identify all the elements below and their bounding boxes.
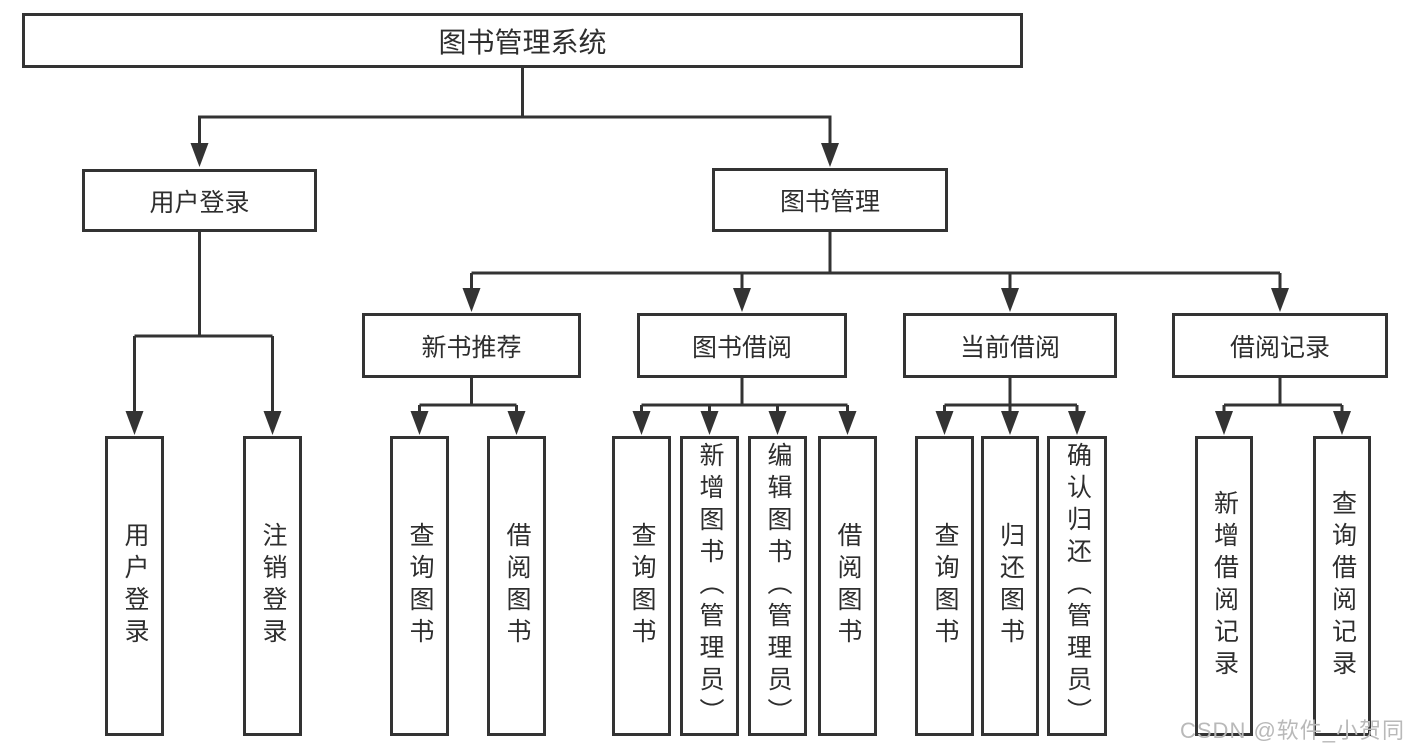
leaf-logout: 注销登录 [243, 436, 302, 736]
leaf-borrow-books-recommend: 借阅图书 [487, 436, 546, 736]
leaf-borrow-books: 借阅图书 [818, 436, 877, 736]
node-book-borrowing: 图书借阅 [637, 313, 847, 378]
arrowhead-icon [125, 143, 1351, 435]
leaf-query-borrow-record: 查询借阅记录 [1313, 436, 1371, 736]
leaf-query-books-current: 查询图书 [915, 436, 974, 736]
node-new-book-recommendation: 新书推荐 [362, 313, 581, 378]
leaf-user-login: 用户登录 [105, 436, 164, 736]
leaf-edit-books-admin: 编辑图书（管理员） [748, 436, 807, 736]
node-library-management-system: 图书管理系统 [22, 13, 1023, 68]
node-book-management: 图书管理 [712, 168, 948, 232]
leaf-return-books: 归还图书 [981, 436, 1039, 736]
leaf-confirm-return-admin: 确认归还（管理员） [1047, 436, 1107, 736]
node-borrowing-records: 借阅记录 [1172, 313, 1388, 378]
node-current-borrowing: 当前借阅 [903, 313, 1117, 378]
node-user-login: 用户登录 [82, 169, 317, 232]
leaf-query-books-borrowing: 查询图书 [612, 436, 671, 736]
leaf-query-books-recommend: 查询图书 [390, 436, 449, 736]
watermark: CSDN @软件_小贺同学 [1180, 718, 1405, 743]
leaf-add-borrow-record: 新增借阅记录 [1195, 436, 1253, 736]
leaf-add-books-admin: 新增图书（管理员） [680, 436, 739, 736]
